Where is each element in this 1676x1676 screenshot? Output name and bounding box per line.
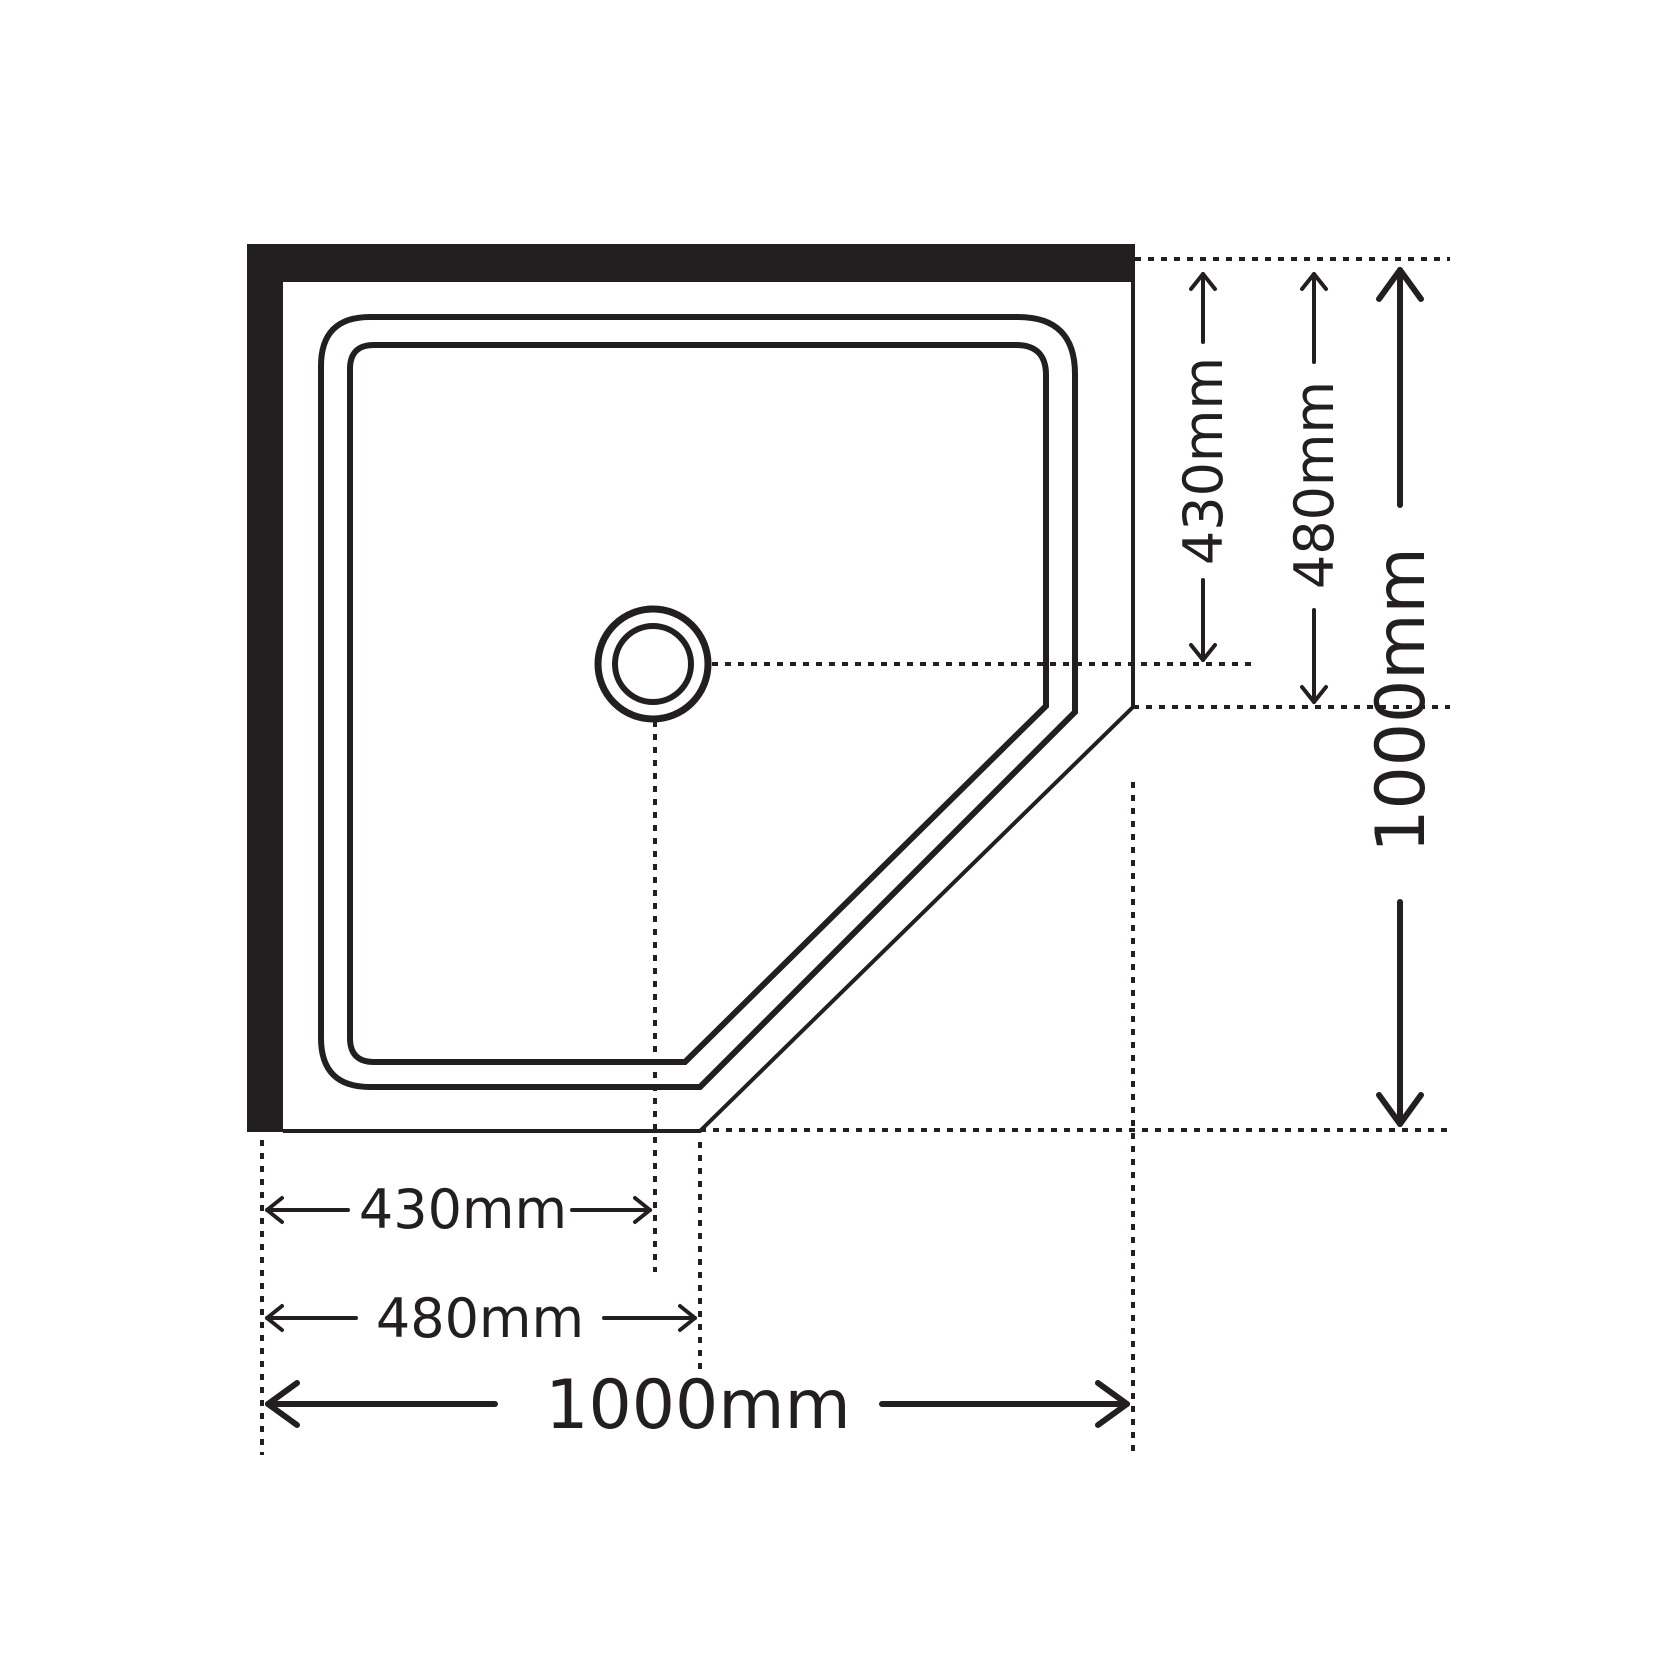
- extension-lines: [260, 257, 1450, 1455]
- dimension-width-480: 480mm: [265, 1287, 697, 1350]
- waste-drain-icon: [594, 605, 712, 723]
- wall-top: [247, 244, 1135, 280]
- tray-rim-outer: [318, 314, 1078, 1090]
- wall-left: [247, 244, 283, 1132]
- width-total-label: 1000mm: [545, 1366, 851, 1445]
- width-to-angle-label: 480mm: [376, 1287, 584, 1350]
- dimension-width-430: 430mm: [265, 1178, 652, 1241]
- wall-group: [247, 244, 1135, 1132]
- dimension-width-1000: 1000mm: [265, 1366, 1130, 1445]
- depth-total-label: 1000mm: [1362, 547, 1441, 853]
- tray-rim-inner: [347, 342, 1049, 1065]
- tray-outer-outline: [283, 278, 1135, 1133]
- depth-to-angle-label: 480mm: [1283, 381, 1346, 589]
- dimension-depth-480: 480mm: [1283, 272, 1346, 704]
- dimension-depth-1000: 1000mm: [1362, 267, 1441, 1127]
- width-to-waste-label: 430mm: [359, 1178, 567, 1241]
- dimension-depth-430: 430mm: [1172, 272, 1235, 662]
- depth-to-waste-label: 430mm: [1172, 357, 1235, 565]
